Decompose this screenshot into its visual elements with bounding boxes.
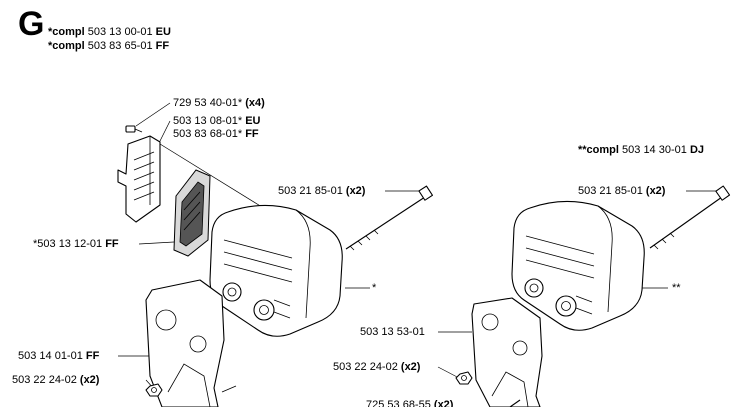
label-gasket-right: 503 13 53-01 bbox=[360, 326, 425, 338]
right-header: **compl 503 14 30-01 DJ bbox=[578, 144, 704, 156]
gasket-left bbox=[145, 279, 237, 407]
label-screen: *503 13 12-01 FF bbox=[33, 238, 119, 250]
label-bottom-cut: 725 53 68-55 (x2) bbox=[366, 399, 454, 407]
nut-left bbox=[145, 383, 163, 397]
cover-plate-left bbox=[117, 135, 161, 223]
label-muffler-left: * bbox=[372, 282, 377, 294]
label-nut-left: 503 22 24-02 (x2) bbox=[12, 374, 100, 386]
spark-screen bbox=[173, 169, 211, 257]
bolt-left bbox=[345, 185, 434, 251]
bolt-right bbox=[649, 185, 731, 250]
label-bolt-right: 503 21 85-01 (x2) bbox=[578, 185, 666, 197]
label-muffler-right: ** bbox=[672, 282, 681, 294]
screw-left bbox=[125, 125, 143, 133]
label-screw-top: 729 53 40-01* (x4) bbox=[173, 97, 265, 109]
nut-right bbox=[455, 371, 473, 385]
label-plate-ff: 503 83 68-01* FF bbox=[173, 128, 259, 140]
gasket-right bbox=[471, 297, 543, 407]
muffler-left bbox=[209, 204, 343, 337]
muffler-right bbox=[511, 200, 645, 331]
label-gasket-left: 503 14 01-01 FF bbox=[18, 350, 100, 362]
header-line-1: *compl 503 13 00-01 EU bbox=[48, 26, 171, 38]
small-bolt-bottom bbox=[509, 399, 521, 407]
leader-lines bbox=[118, 102, 722, 391]
label-nut-right: 503 22 24-02 (x2) bbox=[333, 361, 421, 373]
label-plate-eu: 503 13 08-01* EU bbox=[173, 115, 261, 127]
label-bolt-left: 503 21 85-01 (x2) bbox=[278, 185, 366, 197]
header-line-2: *compl 503 83 65-01 FF bbox=[48, 40, 170, 52]
section-letter: G bbox=[18, 5, 45, 43]
